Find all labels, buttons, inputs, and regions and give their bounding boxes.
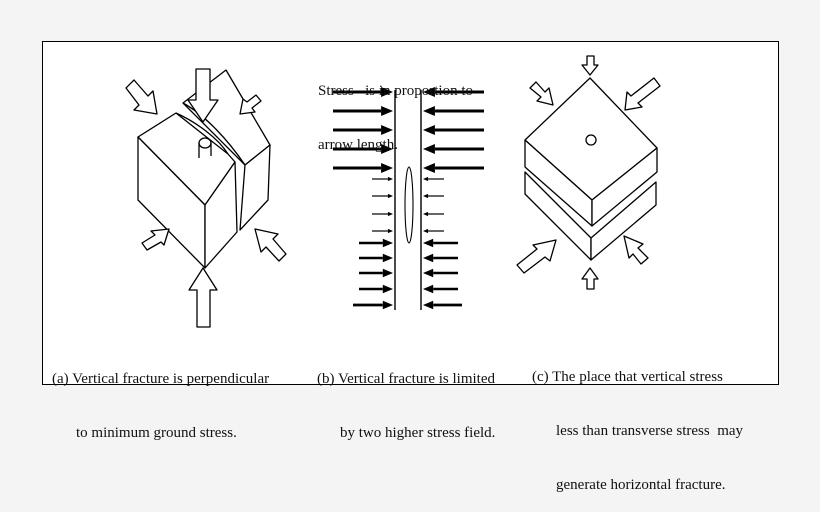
panel-c-upper-side-face — [591, 147, 658, 227]
panel-a-cube — [137, 69, 271, 269]
stress-arrow-right-head-7 — [423, 211, 429, 217]
stress-arrow-right-head-1 — [423, 106, 435, 116]
stress-arrow-right-head-0 — [423, 87, 435, 97]
panel-c-borehole — [585, 134, 597, 146]
stress-arrow-right-head-4 — [423, 163, 435, 173]
stress-arrow-right-head-12 — [423, 284, 434, 294]
stress-note-line-2: arrow length. — [318, 137, 398, 153]
stress-arrow-left-head-10 — [382, 253, 393, 263]
stress-arrow-right-head-9 — [423, 238, 434, 248]
figure-drawing — [125, 55, 661, 328]
panel-a-fracture-face — [204, 161, 238, 269]
stress-arrow-left-head-13 — [382, 300, 393, 310]
panel-a-right-side-face — [239, 144, 271, 231]
panel-a-arrow-lower-left — [141, 228, 170, 251]
panel-a-arrow-top — [187, 68, 219, 123]
stress-arrow-left-head-6 — [387, 193, 393, 199]
stress-arrow-right-head-11 — [423, 268, 434, 278]
panel-c-arrow-lower-left — [516, 239, 557, 274]
panel-b-fracture — [404, 166, 414, 244]
stress-arrow-left-head-4 — [381, 163, 393, 173]
stress-arrow-left-head-7 — [387, 211, 393, 217]
stress-arrow-right-head-3 — [423, 144, 435, 154]
stress-arrow-right-head-2 — [423, 125, 435, 135]
panel-b-arrows — [333, 87, 484, 310]
panel-a-fracture-line-2 — [182, 102, 246, 166]
panel-a-arrow-lower-right — [254, 228, 287, 262]
caption-c-line-2: less than transverse stress may — [556, 423, 744, 439]
caption-c-line-1: (c) The place that vertical stress — [532, 369, 723, 385]
panel-c-arrow-upper-left — [529, 81, 554, 106]
stress-arrow-left-head-5 — [387, 176, 393, 182]
caption-b-line-1: (b) Vertical fracture is limited — [317, 371, 495, 387]
panel-c-arrow-bottom — [581, 267, 599, 290]
stress-arrow-left-head-2 — [381, 125, 393, 135]
stress-arrow-left-head-8 — [387, 228, 393, 234]
stress-arrow-left-head-0 — [381, 87, 393, 97]
stress-note-line-1: Stress is in proportion to — [318, 83, 474, 99]
panel-c-lower-side-face — [590, 181, 657, 261]
panel-a-fracture-line — [175, 112, 229, 155]
panel-a-arrow-upper-right — [239, 94, 262, 115]
panel-c-arrow-top — [581, 55, 599, 76]
stress-arrow-left-head-9 — [382, 238, 393, 248]
stress-arrow-right-head-5 — [423, 176, 429, 182]
panel-b-stress-field — [394, 90, 422, 310]
caption-c-line-3: generate horizontal fracture. — [556, 477, 726, 493]
stress-arrow-left-head-11 — [382, 268, 393, 278]
stress-arrow-right-head-8 — [423, 228, 429, 234]
stress-arrow-left-head-3 — [381, 144, 393, 154]
caption-c: (c) The place that vertical stress less … — [532, 332, 743, 512]
panel-c-cube — [524, 77, 658, 261]
panel-c-arrow-upper-right — [624, 77, 661, 111]
panel-a-borehole — [198, 137, 212, 149]
caption-a: (a) Vertical fracture is perpendicular t… — [52, 334, 269, 460]
stress-arrow-right-head-13 — [423, 300, 434, 310]
stress-arrow-right-head-10 — [423, 253, 434, 263]
caption-b: (b) Vertical fracture is limited by two … — [317, 334, 495, 460]
stress-note: Stress is in proportion to arrow length. — [318, 46, 473, 172]
panel-c-arrow-lower-right — [623, 235, 649, 265]
panel-a-arrow-bottom — [188, 267, 218, 328]
stress-arrow-right-head-6 — [423, 193, 429, 199]
stress-arrow-left-head-12 — [382, 284, 393, 294]
panel-a-arrow-upper-left — [125, 79, 158, 115]
caption-a-line-1: (a) Vertical fracture is perpendicular — [52, 371, 270, 387]
stress-arrow-left-head-1 — [381, 106, 393, 116]
